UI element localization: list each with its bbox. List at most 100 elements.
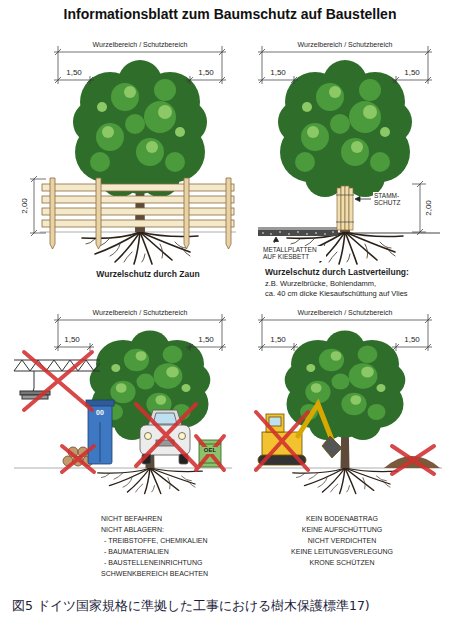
dimension-line <box>54 314 226 351</box>
prohibition-cross <box>392 446 434 474</box>
dimension-line <box>259 317 431 350</box>
trunk-protection <box>337 188 341 230</box>
panel-caption: Wurzelschutz durch Zaun <box>95 270 200 280</box>
metal-plates <box>262 232 264 234</box>
tree <box>73 60 207 264</box>
dimension-line <box>259 49 431 83</box>
excavator <box>322 436 342 458</box>
fence <box>226 178 231 249</box>
prohibition-cross <box>256 412 308 470</box>
metal-plates <box>297 231 299 233</box>
rule-text: NICHT BEFAHREN <box>100 515 163 523</box>
prohibition-cross <box>136 404 196 466</box>
callout-label: METALLPLATTEN AUF KIESBETT <box>262 246 326 261</box>
fence <box>50 178 55 249</box>
sign-label: 00 <box>95 409 105 417</box>
excavator <box>269 417 281 426</box>
rule-text: KRONE SCHÜTZEN <box>309 559 376 567</box>
metal-plates <box>315 232 317 234</box>
dimension-label: 1,50 <box>197 335 215 344</box>
dimension-label: 2,00 <box>424 199 433 217</box>
dimension-label: 1,50 <box>269 68 287 77</box>
dimension-label: 1,50 <box>403 335 421 344</box>
leader-line <box>355 197 360 202</box>
tree <box>285 330 406 493</box>
rule-text: NICHT ABLAGERN: <box>100 526 165 534</box>
metal-plates <box>258 227 338 236</box>
fence <box>42 220 234 227</box>
dimension-line <box>258 46 432 84</box>
prohibition-cross <box>24 352 434 474</box>
rule-text: - BAUSTELLENEINRICHTUNG <box>103 559 203 567</box>
zone-label: Wurzelbereich / Schutzbereich <box>92 41 189 49</box>
leader-line <box>274 197 372 244</box>
rule-text: SCHWENKBEREICH BEACHTEN <box>100 570 209 578</box>
panel-note: z.B. Wurzelbrücke, Bohlendamm, <box>264 280 377 289</box>
fence <box>42 196 234 203</box>
crane <box>34 371 35 388</box>
metal-plates <box>270 233 272 235</box>
toilet-cabin <box>86 400 114 406</box>
rule-text: NICHT VERDICHTEN <box>307 537 378 545</box>
dimension-label: 1,50 <box>197 68 215 77</box>
zone-label: Wurzelbereich / Schutzbereich <box>297 41 394 49</box>
callout-label: STAMM-SCHUTZ <box>373 192 406 207</box>
excavator <box>266 414 284 432</box>
metal-plates <box>324 233 326 235</box>
zone-label: Wurzelbereich / Schutzbereich <box>297 309 394 317</box>
rule-text: - BAUMATERIALIEN <box>103 548 170 556</box>
car <box>145 433 152 440</box>
dimension-label: 1,50 <box>63 335 81 344</box>
dimension-line <box>258 314 432 351</box>
dimension-label: 1,50 <box>269 335 287 344</box>
fence <box>42 178 234 249</box>
metal-plates <box>258 230 338 236</box>
zone-label: Wurzelbereich / Schutzbereich <box>92 309 189 317</box>
toilet-cabin <box>88 404 112 464</box>
dimension-line <box>30 46 432 351</box>
trunk-protection <box>341 186 345 230</box>
trunk-protection <box>345 186 349 230</box>
rule-text: KEIN BODENABTRAG <box>305 515 379 523</box>
rule-text: - TREIBSTOFFE, CHEMIKALIEN <box>103 537 209 545</box>
leader-line <box>274 237 279 242</box>
panel-note: ca. 40 cm dicke Kiesaufschüttung auf Vli… <box>264 290 409 299</box>
prohibition-cross <box>62 446 94 472</box>
metal-plates <box>279 231 281 233</box>
toilet-cabin <box>100 422 101 462</box>
car <box>153 413 177 424</box>
dimension-line <box>54 46 226 84</box>
crane <box>14 360 100 371</box>
car <box>179 433 186 440</box>
rule-text: KEINE LEITUNGSVERLEGUNG <box>290 548 394 556</box>
figure-caption: 図5 ドイツ国家規格に準拠した工事における樹木保護標準17) <box>12 598 370 615</box>
rule-text: KEINE AUFSCHÜTTUNG <box>301 526 384 534</box>
trunk-protection <box>336 195 354 196</box>
fence <box>42 208 234 215</box>
panel-caption: Wurzelschutz durch Lastverteilung: <box>264 268 410 278</box>
fence <box>184 178 189 249</box>
dimension-line <box>55 317 225 350</box>
metal-plates <box>262 231 334 235</box>
crane <box>14 360 100 371</box>
trunk-protection <box>349 188 353 230</box>
prohibition-cross <box>196 436 224 470</box>
dimension-label: 1,50 <box>403 68 421 77</box>
metal-plates <box>288 233 290 235</box>
prohibition-cross <box>24 352 92 410</box>
metal-plates <box>258 227 338 230</box>
title: Informationsblatt zum Baumschutz auf Bau… <box>64 6 397 22</box>
trunk-protection <box>336 222 354 223</box>
fence <box>42 184 234 191</box>
trunk-protection <box>336 186 354 230</box>
metal-plates <box>332 231 334 233</box>
dimension-label: 1,50 <box>65 68 83 77</box>
sign-label: OEL <box>203 447 217 454</box>
dimension-label: 2,00 <box>20 197 29 215</box>
excavator <box>298 404 332 440</box>
dimension-line <box>55 49 225 83</box>
fence <box>96 178 101 249</box>
metal-plates <box>306 233 308 235</box>
